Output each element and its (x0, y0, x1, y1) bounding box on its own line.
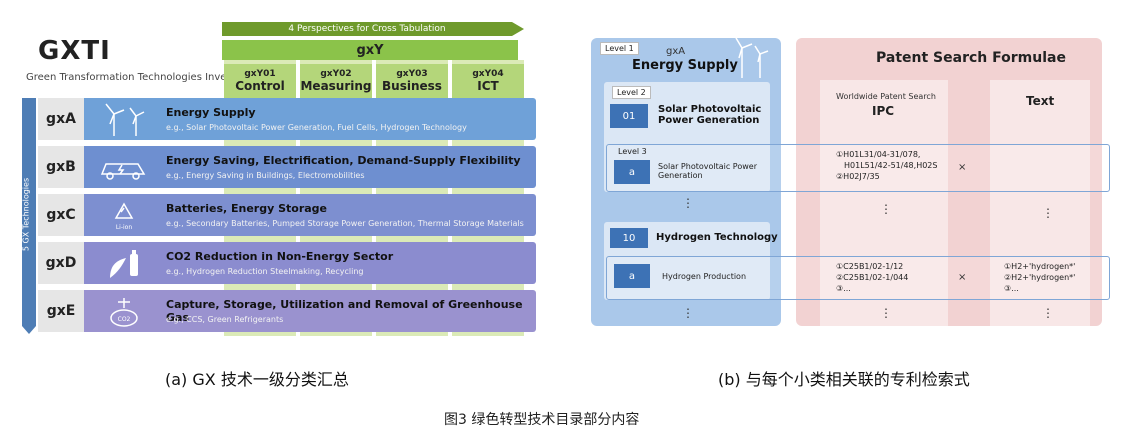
wind-turbine-icon (105, 103, 145, 136)
level3-tag: Level 3 (618, 147, 647, 156)
gxy-col-code: gxY03 (396, 69, 428, 79)
gxti-subtitle: Green Transformation Technologies Invent… (26, 72, 253, 83)
item-title: Hydrogen Technology (656, 232, 778, 243)
item-number: 01 (610, 104, 648, 128)
gx-tech-side-band (22, 98, 36, 334)
level2-tag: Level 2 (612, 86, 651, 99)
gxy-col-name: Control (235, 79, 285, 93)
row-example: e.g., Solar Photovoltaic Power Generatio… (166, 123, 467, 132)
formula-title: Patent Search Formulae (876, 50, 1066, 66)
ipc-line: ②C25B1/02-1/044 (836, 273, 909, 282)
text-line: ②H2+'hydrogen*' (1004, 273, 1076, 282)
gxa-title: Energy Supply (632, 58, 738, 73)
row-code: gxB (38, 146, 84, 188)
gxy-col-code: gxY04 (472, 69, 504, 79)
gx-tech-side-label: 5 GX Technologies (21, 177, 31, 252)
gxy-col-name: ICT (477, 79, 499, 93)
text-line: ①H2+'hydrogen*' (1004, 262, 1076, 271)
gx-row: gxA Energy Supply e.g., Solar Photovolta… (38, 98, 536, 140)
item-letter: a (614, 160, 650, 184)
row-example: e.g., Secondary Batteries, Pumped Storag… (166, 219, 524, 228)
row-title: Energy Saving, Electrification, Demand-S… (166, 154, 521, 167)
ellipsis: ⋮ (880, 306, 892, 320)
row-code: gxC (38, 194, 84, 236)
gxy-col-code: gxY01 (244, 69, 276, 79)
gxa-code: gxA (666, 46, 686, 57)
times-sign: × (958, 272, 967, 283)
gx-row: gxD CO2 Reduction in Non-Energy Sector e… (38, 242, 536, 284)
ipc-title: IPC (872, 104, 895, 118)
plant-bottle-icon (110, 250, 138, 278)
times-sign: × (958, 162, 967, 173)
row-code: gxA (38, 98, 84, 140)
gxy-col-code: gxY02 (320, 69, 352, 79)
ipc-column (820, 80, 948, 326)
ipc-line: H01L51/42-51/48,H02S (844, 161, 938, 170)
row-example: e.g., CCS, Green Refrigerants (166, 315, 284, 324)
co2-capture-icon: CO2 (110, 298, 138, 327)
subitem-title: Solar Photovoltaic Power Generation (658, 162, 757, 180)
gx-row: gxB Energy Saving, Electrification, Dema… (38, 146, 536, 188)
row-example: e.g., Energy Saving in Buildings, Electr… (166, 171, 365, 180)
subitem-title: Hydrogen Production (662, 272, 747, 281)
ellipsis: ⋮ (1042, 306, 1054, 320)
ipc-line: ①H01L31/04-31/078, (836, 150, 921, 159)
perspectives-label: 4 Perspectives for Cross Tabulation (288, 24, 446, 34)
li-ion-text: Li-ion (116, 224, 133, 231)
level3-row (606, 144, 1110, 192)
wind-turbine-icon (735, 37, 769, 78)
electric-car-icon (100, 163, 146, 180)
ipc-line: ②H02J7/35 (836, 172, 880, 181)
ellipsis: ⋮ (1042, 206, 1054, 220)
li-ion-recycle-icon: Li-ion (114, 202, 134, 231)
item-letter: a (614, 264, 650, 288)
ellipsis: ⋮ (880, 202, 892, 216)
ellipsis: ⋮ (682, 306, 694, 320)
ipc-line: ①C25B1/02-1/12 (836, 262, 904, 271)
ellipsis: ⋮ (682, 196, 694, 210)
figure-caption: 图3 绿色转型技术目录部分内容 (444, 412, 640, 428)
gx-row: gxE CO2 Capture, Storage, Utilization an… (38, 290, 536, 332)
text-column (990, 80, 1090, 326)
row-title: CO2 Reduction in Non-Energy Sector (166, 250, 394, 263)
row-title: Energy Supply (166, 106, 256, 119)
text-title: Text (1026, 94, 1055, 108)
text-line: ③... (1004, 284, 1019, 293)
caption-b: (b) 与每个小类相关联的专利检索式 (718, 370, 970, 389)
row-example: e.g., Hydrogen Reduction Steelmaking, Re… (166, 267, 364, 276)
ipc-line: ③... (836, 284, 851, 293)
item-title: Solar Photovoltaic Power Generation (658, 104, 762, 126)
ipc-super: Worldwide Patent Search (836, 92, 936, 101)
level3-row (606, 256, 1110, 300)
row-code: gxD (38, 242, 84, 284)
gxy-col-name: Measuring (300, 79, 372, 93)
gxy-header: gxY (222, 40, 518, 60)
gxti-title: GXTI (38, 36, 111, 66)
perspectives-arrow: 4 Perspectives for Cross Tabulation (222, 22, 524, 36)
row-code: gxE (38, 290, 84, 332)
row-title: Batteries, Energy Storage (166, 202, 328, 215)
co2-text: CO2 (118, 316, 131, 323)
caption-a: (a) GX 技术一级分类汇总 (165, 370, 349, 389)
level1-tag: Level 1 (600, 42, 639, 55)
row-title: Capture, Storage, Utilization and Remova… (166, 298, 523, 324)
gxy-col-name: Business (382, 79, 442, 93)
item-number: 10 (610, 228, 648, 248)
gx-row: gxC Li-ion Batteries, Energy Storage e.g… (38, 194, 536, 236)
